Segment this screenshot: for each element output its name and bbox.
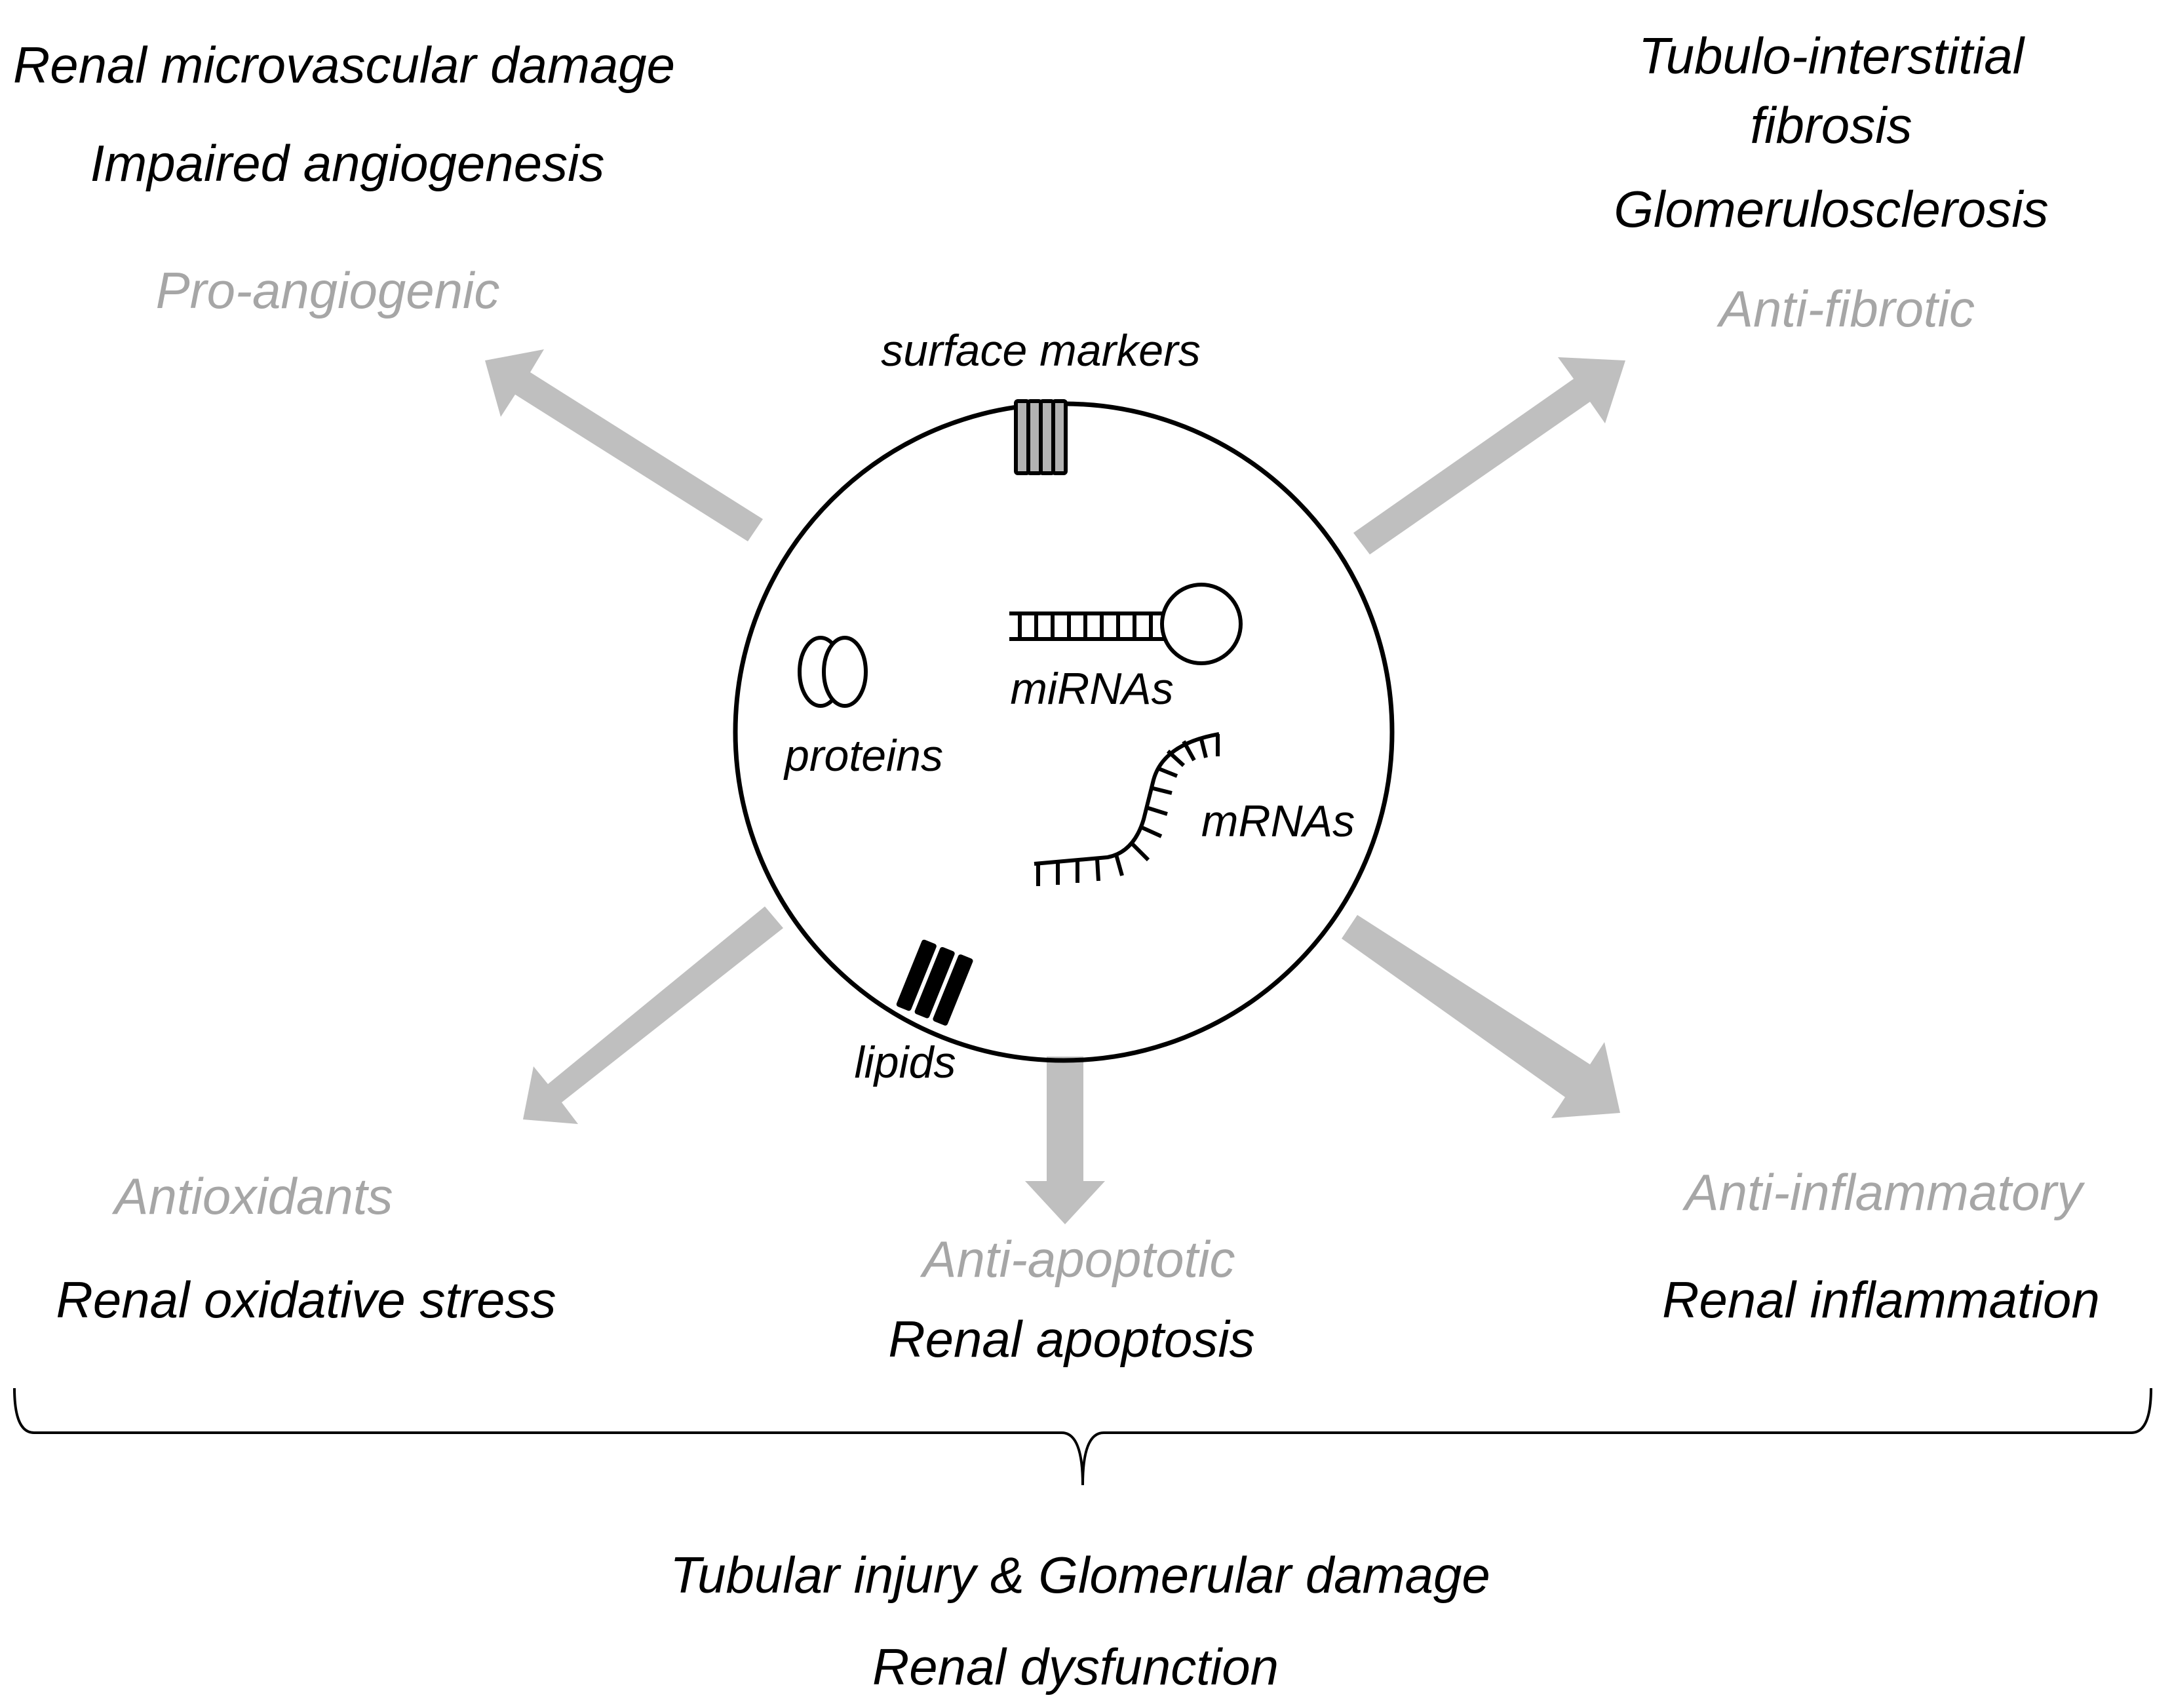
surface-markers-label: surface markers — [881, 326, 1200, 376]
grouping-brace — [13, 1388, 2152, 1486]
arrow-anti-fibrotic — [1353, 357, 1625, 554]
renal-microvascular-damage-label: Renal microvascular damage — [13, 36, 675, 94]
mrnas-label: mRNAs — [1201, 796, 1355, 846]
anti-inflammatory-label: Anti-inflammatory — [1682, 1163, 2085, 1221]
tubular-glomerular-damage-label: Tubular injury & Glomerular damage — [670, 1546, 1490, 1604]
arrow-pro-angiogenic — [485, 349, 763, 541]
surface-markers-icon — [1014, 399, 1068, 475]
renal-inflammation-label: Renal inflammation — [1662, 1271, 2100, 1329]
anti-apoptotic-label: Anti-apoptotic — [920, 1230, 1235, 1288]
arrow-anti-inflammatory — [1342, 915, 1620, 1118]
renal-dysfunction-label: Renal dysfunction — [872, 1638, 1279, 1696]
pro-angiogenic-label: Pro-angiogenic — [156, 262, 500, 319]
anti-fibrotic-label: Anti-fibrotic — [1716, 280, 1975, 338]
arrow-antioxidants — [523, 906, 783, 1124]
mirna-hairpin-icon — [1009, 583, 1243, 665]
renal-apoptosis-label: Renal apoptosis — [888, 1310, 1254, 1368]
glomerulosclerosis-label: Glomerulosclerosis — [1614, 180, 2048, 238]
tubulo-interstitial-label: Tubulo-interstitial — [1639, 27, 2026, 85]
impaired-angiogenesis-label: Impaired angiogenesis — [90, 134, 605, 192]
antioxidants-label: Antioxidants — [112, 1167, 393, 1225]
mirnas-label: miRNAs — [1010, 664, 1173, 714]
proteins-label: proteins — [783, 731, 943, 781]
proteins-icon — [798, 636, 868, 708]
lipids-label: lipids — [855, 1038, 956, 1087]
arrow-anti-apoptotic — [1025, 1057, 1105, 1224]
fibrosis-label: fibrosis — [1750, 96, 1912, 154]
renal-oxidative-stress-label: Renal oxidative stress — [56, 1271, 556, 1329]
lipids-icon — [896, 939, 973, 1026]
mrna-strand-icon — [1034, 732, 1220, 886]
